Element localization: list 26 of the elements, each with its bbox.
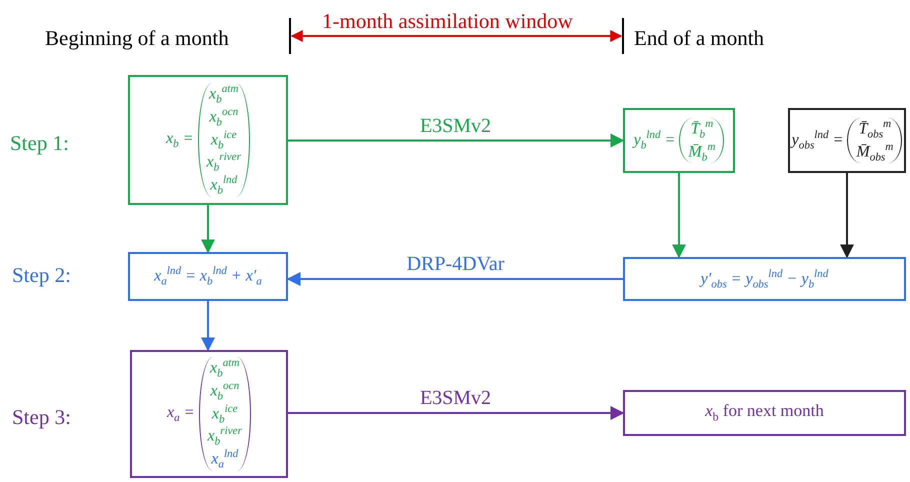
formula-box (623, 108, 735, 173)
formula-box (128, 75, 288, 205)
arrow (672, 173, 686, 258)
formula-text: y$_{obs}$$^{lnd}$ = (792, 129, 844, 152)
arrow (288, 134, 624, 148)
step-label: Step 3: (12, 405, 71, 430)
formula-box (130, 350, 288, 478)
formula-box (128, 252, 288, 301)
heading-text: Beginning of a month (45, 26, 229, 51)
window-title: 1-month assimilation window (322, 9, 573, 34)
arrow (286, 272, 623, 286)
formula-text: x$_{a}$$^{lnd}$ = x$_{b}$$^{lnd}$ + x′$_{a}$ (154, 265, 262, 288)
formula-box (623, 390, 906, 436)
heading-text: End of a month (634, 26, 764, 51)
formula-box (623, 257, 906, 301)
formula-text: x$_{a}$ = (167, 404, 195, 424)
formula-text: y$_{b}$$^{lnd}$ = (634, 129, 676, 152)
formula-text: x$_{b}$ = (166, 130, 194, 150)
arrow (840, 173, 854, 258)
formula-box (788, 108, 906, 173)
arrow (288, 406, 624, 420)
box-text: x$_{b}$ for next month (705, 401, 824, 425)
step-label: Step 1: (10, 131, 69, 156)
step-label: Step 2: (12, 263, 71, 288)
arrow (201, 205, 215, 254)
arrow (201, 301, 215, 352)
